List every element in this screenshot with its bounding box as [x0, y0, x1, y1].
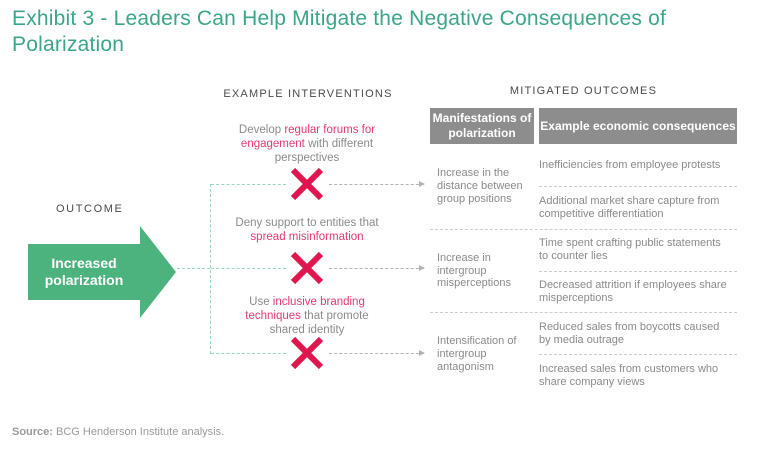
connector-to-row-1: [329, 181, 425, 187]
outcome-label: OUTCOME: [56, 203, 124, 215]
manifestation-cell: Increase in intergroup misperceptions: [437, 251, 511, 290]
intervention-item-2: Deny support to entities that spread mis…: [232, 217, 382, 245]
intervention-3-post: that promote shared identity: [269, 309, 369, 336]
arrow-right-icon: [28, 226, 176, 318]
x-mark-icon-2: [290, 251, 324, 285]
consequences-cell: Reduced sales from boycotts caused by me…: [539, 313, 737, 396]
consequence-item: Inefficiencies from employee protests: [539, 158, 721, 171]
consequences-cell: Time spent crafting public statements to…: [539, 230, 737, 312]
intervention-1-pre: Develop: [238, 124, 285, 136]
table-row: Increase in the distance between group p…: [430, 144, 737, 229]
intervention-item-1: Develop regular forums for engagement wi…: [227, 124, 387, 165]
connector-to-row-2: [329, 265, 425, 271]
consequence-item: Reduced sales from boycotts caused by me…: [539, 320, 720, 346]
connector-arrow-to-trunk: [177, 268, 210, 269]
x-mark-icon-3: [290, 336, 324, 370]
table-row: Intensification of intergroup antagonism…: [430, 312, 737, 396]
intervention-3-pre: Use: [249, 296, 273, 308]
source-text: BCG Henderson Institute analysis.: [52, 426, 225, 438]
manifestation-cell: Increase in the distance between group p…: [437, 167, 523, 205]
connector-to-row-3: [329, 350, 425, 356]
table-header-row: Manifestations of polarization Example e…: [430, 108, 737, 144]
mitigated-outcomes-header: MITIGATED OUTCOMES: [509, 85, 658, 97]
intervention-2-pre: Deny support to entities that: [235, 217, 379, 229]
intervention-2-highlight: spread misinformation: [250, 230, 364, 243]
manifestation-cell: Intensification of intergroup antagonism: [437, 335, 517, 373]
intervention-3-highlight: inclusive branding techniques: [245, 296, 365, 322]
column-header-consequences: Example economic consequences: [539, 108, 737, 144]
consequence-item: Additional market share capture from com…: [539, 186, 737, 229]
connector-branch-1: [211, 184, 286, 185]
connector-branch-3: [211, 353, 286, 354]
x-mark-icon-1: [290, 167, 324, 201]
interventions-header: EXAMPLE INTERVENTIONS: [223, 88, 393, 100]
connector-trunk: [210, 184, 211, 354]
outcome-arrow: Increased polarization: [28, 226, 176, 318]
source-note: Source: BCG Henderson Institute analysis…: [12, 426, 224, 438]
consequence-item: Decreased attrition if employees share m…: [539, 270, 737, 313]
source-label: Source:: [12, 426, 53, 438]
outcome-arrow-label: Increased polarization: [44, 254, 124, 289]
column-header-manifestations: Manifestations of polarization: [430, 108, 534, 144]
connector-branch-2: [211, 268, 286, 269]
table-row: Increase in intergroup misperceptions Ti…: [430, 229, 737, 312]
consequence-item: Time spent crafting public statements to…: [539, 237, 721, 263]
consequences-cell: Inefficiencies from employee protests Ad…: [539, 144, 737, 229]
exhibit-title: Exhibit 3 - Leaders Can Help Mitigate th…: [12, 7, 667, 56]
intervention-1-highlight: regular forums for engagement: [240, 124, 376, 150]
intervention-item-3: Use inclusive branding techniques that p…: [237, 296, 377, 337]
consequence-item: Increased sales from customers who share…: [539, 354, 737, 396]
outcomes-table: Manifestations of polarization Example e…: [430, 108, 737, 396]
intervention-1-post: with different perspectives: [274, 137, 374, 164]
